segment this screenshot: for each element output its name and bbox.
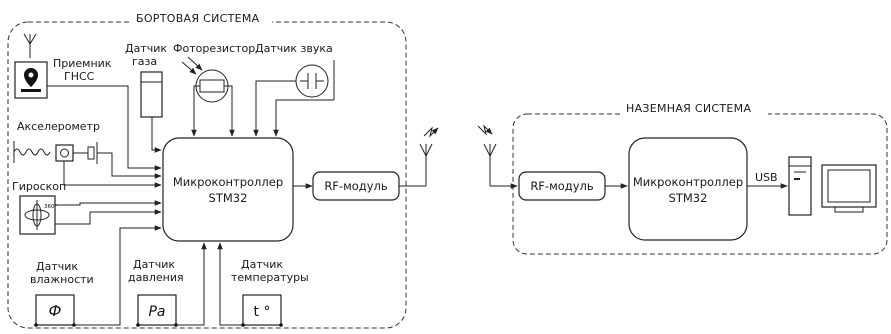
humidity-sensor-label-line1: Датчик — [36, 260, 78, 273]
temperature-sensor-label-line2: температуры — [231, 271, 309, 284]
computer-icon — [788, 156, 877, 216]
temperature-sensor-box — [242, 294, 282, 326]
onboard-rf-module-label: RF-модуль — [324, 179, 388, 193]
gnss-receiver-label-line1: Приемник — [53, 57, 112, 70]
gnss-receiver-label-line2: ГНСС — [64, 70, 95, 83]
pressure-symbol: Pa — [148, 304, 165, 320]
sound-sensor-icon — [295, 60, 335, 100]
pressure-sensor-box — [137, 294, 177, 326]
pressure-sensor-label-line2: давления — [128, 271, 184, 284]
accelerometer-icon — [13, 141, 98, 164]
gnss-receiver-icon — [14, 61, 48, 99]
ground-receive-antenna-icon — [483, 143, 497, 186]
gyroscope-icon: 360° — [19, 195, 57, 235]
ground-mcu-label: Микроконтроллер — [633, 175, 743, 189]
svg-text:360°: 360° — [44, 204, 57, 210]
gyroscope-label: Гироскоп — [12, 180, 66, 193]
usb-label: USB — [755, 171, 778, 184]
ground-system-title: НАЗЕМНАЯ СИСТЕМА — [626, 102, 751, 115]
wireless-signal-icon — [423, 124, 493, 138]
onboard-antenna-icon — [23, 33, 37, 58]
humidity-sensor-label-line2: влажности — [30, 273, 94, 286]
onboard-system-title: БОРТОВАЯ СИСТЕМА — [136, 12, 260, 25]
temperature-symbol: t ° — [254, 304, 271, 320]
gas-sensor-icon — [140, 71, 163, 118]
humidity-symbol: Ф — [49, 302, 62, 320]
photoresistor-label: Фоторезистор — [173, 42, 255, 55]
photoresistor-icon — [181, 56, 229, 103]
onboard-microcontroller-box — [162, 137, 294, 242]
gas-sensor-label-line2: газа — [132, 55, 157, 68]
onboard-mcu-model: STM32 — [209, 191, 248, 205]
accelerometer-label: Акселерометр — [17, 120, 100, 133]
ground-mcu-model: STM32 — [669, 191, 708, 205]
gas-sensor-label-line1: Датчик — [125, 42, 167, 55]
pressure-sensor-label-line1: Датчик — [133, 258, 175, 271]
onboard-mcu-label: Микроконтроллер — [173, 175, 283, 189]
humidity-sensor-box — [35, 294, 75, 326]
ground-microcontroller-box — [628, 137, 748, 241]
temperature-sensor-label-line1: Датчик — [241, 258, 283, 271]
ground-rf-module-label: RF-модуль — [530, 179, 594, 193]
sound-sensor-label: Датчик звука — [255, 42, 333, 55]
onboard-transmit-antenna-icon — [419, 143, 433, 186]
